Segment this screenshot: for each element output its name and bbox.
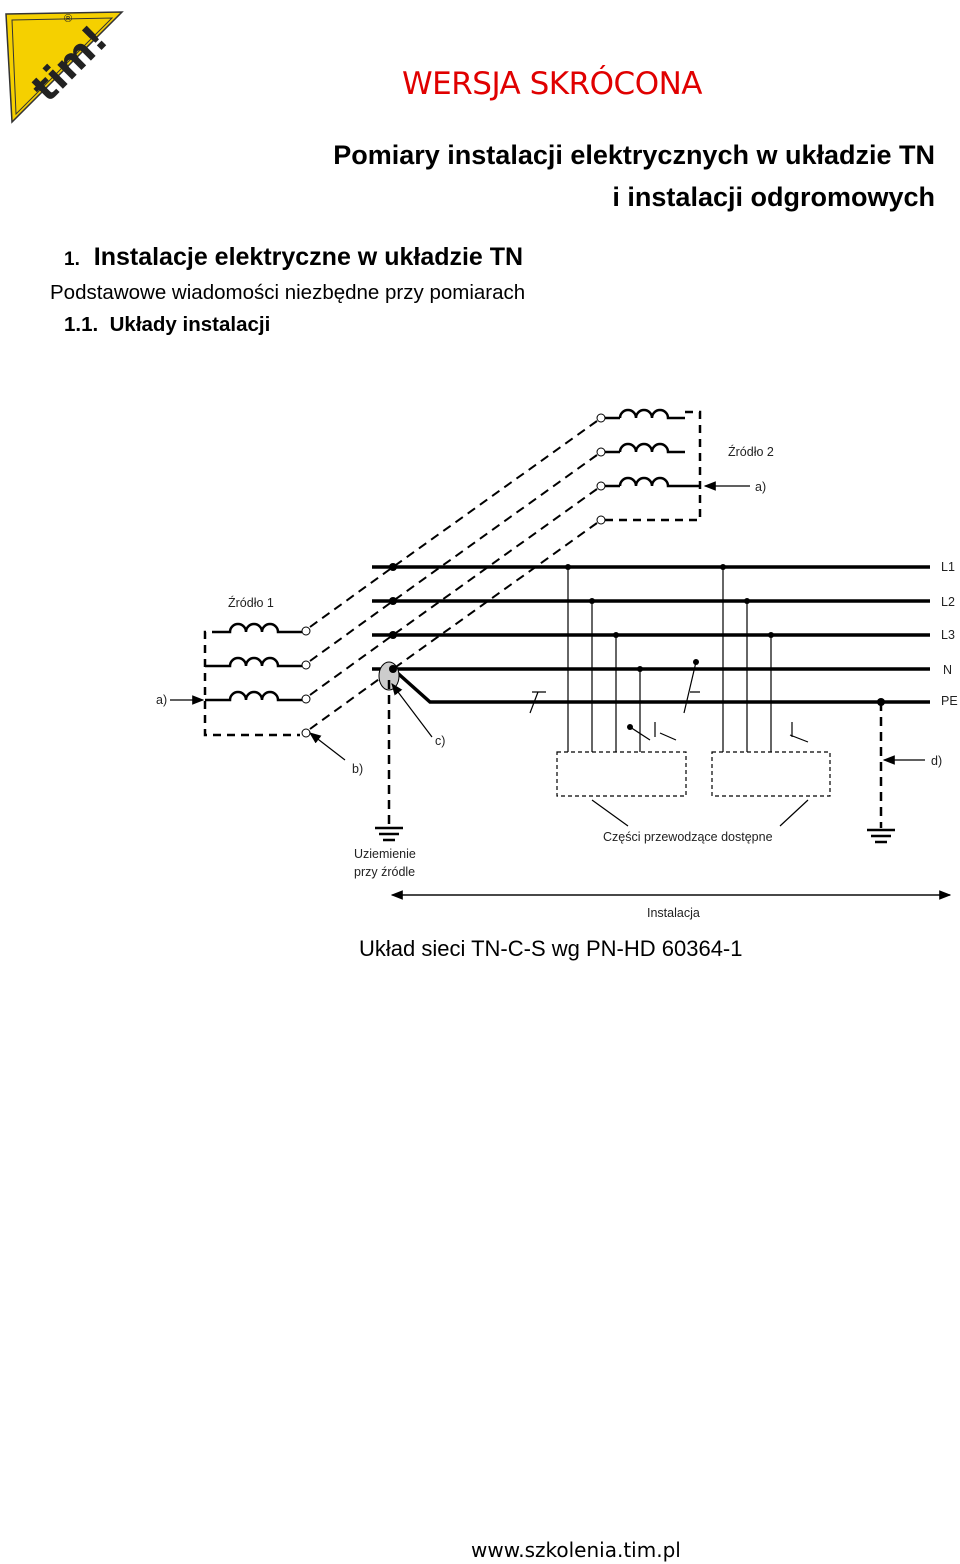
subsection-title: Układy instalacji [109,313,271,336]
page-title-line1: Pomiary instalacji elektrycznych w układ… [333,140,935,170]
footer-url[interactable]: www.szkolenia.tim.pl [471,1538,681,1562]
l1-label: L1 [941,560,955,574]
source2-coils [604,408,700,488]
installation-label: Instalacja [647,906,700,920]
source2-label: Źródło 2 [728,444,774,459]
subsection-number: 1.1. [64,313,99,336]
l2-label: L2 [941,595,955,609]
tim-logo-icon: tim! ® [5,11,124,124]
a-label-right: a) [755,480,766,494]
page-title-line2: i instalacji odgromowych [612,182,935,212]
source1-label: Źródło 1 [228,595,274,610]
b-label: b) [352,762,363,776]
subsection-heading: 1.1. Układy instalacji [64,313,270,337]
pe-conductor [391,667,930,704]
section-subtitle: Podstawowe wiadomości niezbędne przy pom… [50,281,526,304]
l3-label: L3 [941,628,955,642]
d-label: d) [931,754,942,768]
tn-c-s-diagram: Źródło 2 a) Źródło 1 a) b) c) d) L1 L2 L… [156,408,958,920]
c-label: c) [435,734,445,748]
bus-lines [372,565,930,671]
parts-label: Części przewodzące dostępne [603,830,773,844]
n-label: N [943,663,952,677]
earthing-label-1: Uziemienie [354,847,416,861]
source2-box [605,410,702,522]
section-heading: 1. Instalacje elektryczne w układzie TN [64,243,523,272]
logo-registered-mark: ® [64,13,72,25]
section-title: Instalacje elektryczne w układzie TN [93,243,524,271]
a-label-left: a) [156,693,167,707]
diagram-caption: Układ sieci TN-C-S wg PN-HD 60364-1 [359,936,743,961]
version-title: WERSJA SKRÓCONA [402,66,703,102]
earthing-label-2: przy źródle [354,865,415,879]
section-number: 1. [64,249,80,270]
pe-label: PE [941,694,958,708]
